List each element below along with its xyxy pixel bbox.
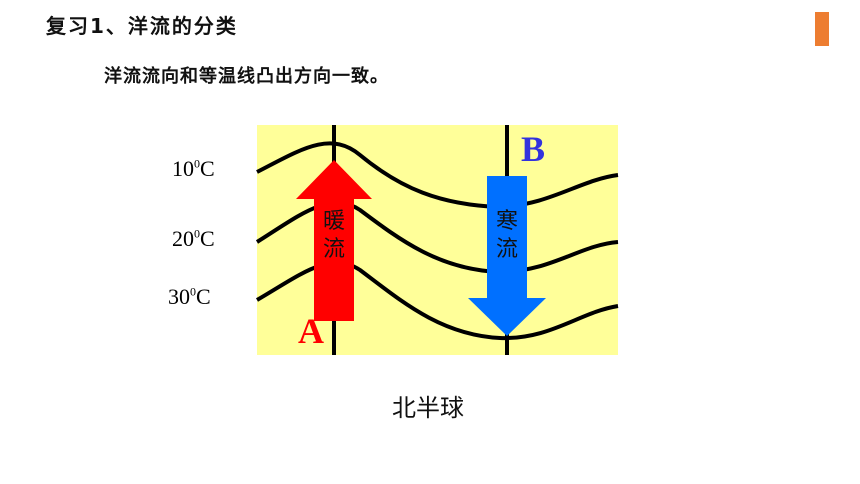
isotherm-label-10: 100C (172, 156, 215, 181)
isotherm-label-30: 300C (168, 284, 211, 309)
accent-bar (815, 12, 829, 46)
warm-current-letter: A (298, 311, 324, 351)
cold-current-arrow (468, 176, 546, 336)
isotherm-label-20: 200C (172, 226, 215, 251)
cold-current-label: 寒 流 (495, 209, 518, 262)
slide-subtitle: 洋流流向和等温线凸出方向一致。 (104, 66, 389, 87)
isotherm-curve-10 (256, 141, 619, 210)
warm-current-arrow (296, 160, 372, 321)
warm-current-label: 暖 流 (322, 209, 345, 262)
diagram-caption: 北半球 (392, 394, 464, 422)
slide-title: 复习1、洋流的分类 (46, 14, 238, 38)
cold-current-letter: B (521, 129, 546, 169)
